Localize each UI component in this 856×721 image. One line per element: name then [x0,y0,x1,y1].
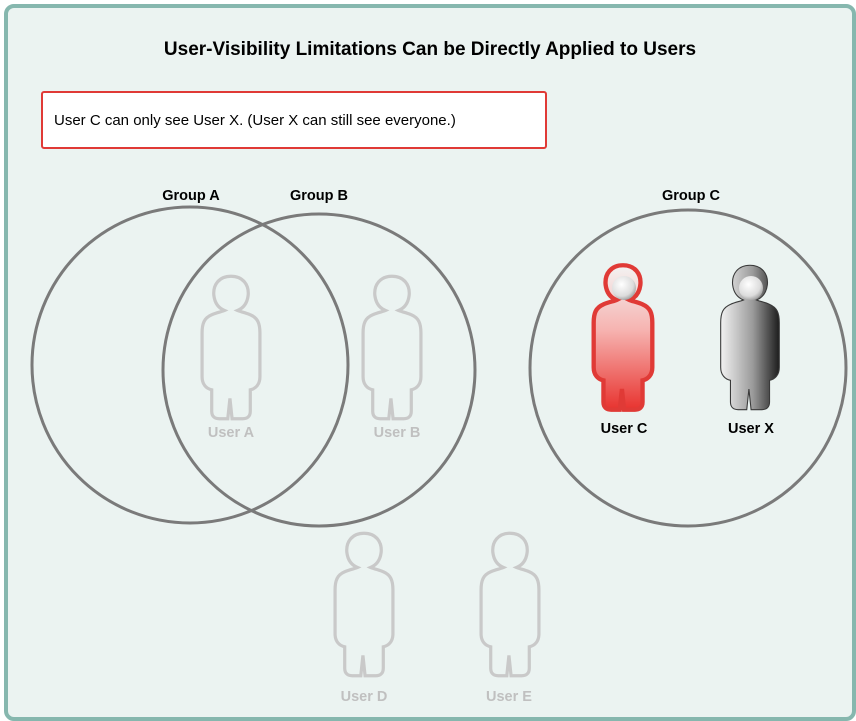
user-b-icon [361,274,423,421]
group-b-circle [161,212,477,528]
group-a-circle [30,205,350,525]
user-e-label: User E [486,689,532,705]
user-d-icon [333,531,395,678]
note-box: User C can only see User X. (User X can … [41,91,547,149]
group-c-label: Group C [662,188,721,204]
user-e-icon [479,531,541,678]
user-c-icon [594,265,653,409]
diagram-title: User-Visibility Limitations Can be Direc… [163,39,697,60]
user-a-label: User A [208,425,255,441]
group-b-label: Group B [290,188,348,204]
user-d-label: User D [341,689,388,705]
group-a-label: Group A [162,188,220,204]
user-a-icon [200,274,262,421]
group-c-circle [528,208,848,528]
note-text: User C can only see User X. (User X can … [54,111,456,129]
user-c-label: User C [601,421,648,437]
user-b-label: User B [374,425,421,441]
diagram-frame: User-Visibility Limitations Can be Direc… [4,4,856,721]
user-x-icon [720,264,780,411]
user-x-label: User X [728,421,774,437]
